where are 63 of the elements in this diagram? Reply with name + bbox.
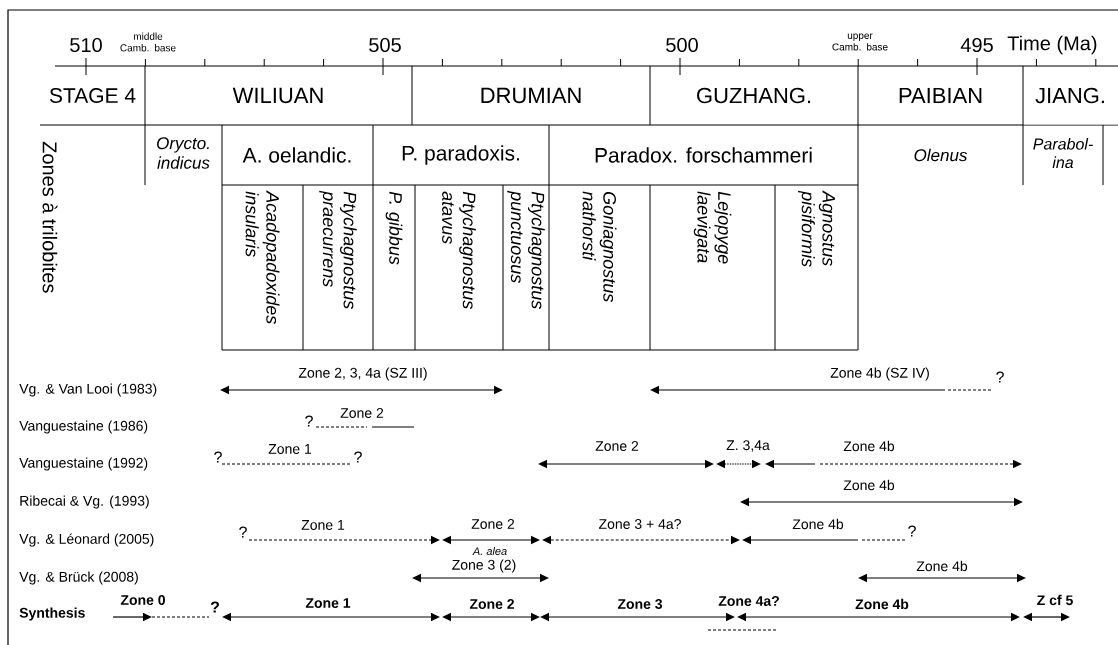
row-label: Vg. & Van Looi (1983)	[19, 383, 157, 397]
zone-label: Zone 3	[617, 599, 663, 609]
zone-label: Zone 4b	[855, 598, 909, 610]
zone-label: Zone 2, 3, 4a (SZ III)	[298, 367, 427, 381]
zone-label: Zone 2	[340, 408, 384, 418]
tick-label: 500	[666, 37, 698, 53]
subzone-cell: Agnostus pisiformis	[774, 184, 859, 351]
subzone-cell: Ptychagnostus praecurrens	[302, 184, 374, 351]
subzone-cell: Ptychagnostus atavus	[414, 184, 504, 351]
zone-label: Zone 3 + 4a?	[599, 519, 681, 529]
zone-label: Zone 0	[120, 595, 165, 605]
question-mark: ?	[996, 371, 1004, 383]
zone-label: Zone 1	[268, 444, 312, 454]
stage-cell: PAIBIAN	[857, 65, 1024, 126]
zone-cell: Parabol- ina	[1022, 124, 1104, 186]
stage-cell: WILIUAN	[144, 65, 413, 126]
zone-label: A. alea	[472, 546, 507, 556]
row-label: Vg. & Brück (2008)	[19, 571, 138, 585]
tick-label: 510	[70, 37, 102, 53]
zone-label: Zone 4a?	[718, 596, 779, 606]
zone-label: Zone 4b	[843, 440, 895, 452]
question-mark: ?	[908, 525, 916, 537]
zone-label: Zone 2	[469, 599, 514, 609]
stage-cell: STAGE 4	[39, 88, 146, 126]
stage-cell: Olenus	[914, 148, 968, 162]
question-mark: ?	[210, 601, 219, 613]
stage-cell: JIANG.	[1022, 87, 1118, 126]
row-label: Ribecai & Vg. (1993)	[20, 495, 149, 509]
question-mark: ?	[239, 526, 247, 538]
row-label: Synthesis	[19, 607, 85, 621]
zone-label: Zone 4b	[792, 518, 844, 530]
axis-title: Time (Ma)	[1007, 35, 1097, 55]
zone-label: Zone 4b	[916, 560, 968, 572]
zone-label: Zone 2	[471, 519, 515, 529]
row-label: Vanguestaine (1986)	[19, 420, 148, 434]
subzone-cell: Acadopadoxides insularis	[221, 184, 304, 351]
zone-label: Zone 2	[595, 441, 639, 451]
zone-label: Zone 4b	[843, 479, 895, 491]
zone-label: Zone 4b (SZ IV)	[830, 367, 929, 381]
zone-label: Zone 1	[305, 598, 351, 608]
stage-cell: Paradox. forschammeri	[548, 124, 859, 186]
zone-label: Z. 3,4a	[726, 440, 770, 452]
stage-cell: A. oelandic.	[221, 124, 374, 186]
stage-cell: DRUMIAN	[411, 65, 651, 126]
zone-label: Zone 3 (2)	[452, 559, 516, 573]
boundary-label: upper Camb. base	[832, 33, 888, 51]
stage-cell: GUZHANG.	[649, 65, 859, 126]
stage-cell: P. paradoxis.	[372, 124, 550, 186]
question-mark: ?	[214, 451, 222, 463]
row-label: Vanguestaine (1992)	[19, 457, 148, 471]
subzone-cell: Lejopyge laevigata	[649, 184, 776, 351]
question-mark: ?	[305, 415, 313, 427]
zone-label: Zone 1	[301, 520, 345, 530]
row-label: Vg. & Léonard (2005)	[19, 533, 154, 547]
subzone-cell: Goniagnostus nathorsti	[548, 184, 651, 351]
subzone-cell: Ptychagnostus punctuosus	[502, 184, 550, 351]
zone-label: Z cf 5	[1037, 594, 1073, 606]
subzone-cell: P. gibbus	[372, 184, 416, 351]
tick-label: 495	[960, 37, 993, 53]
question-mark: ?	[354, 451, 362, 463]
tick-label: 505	[369, 37, 401, 53]
boundary-label: middle Camb. base	[120, 32, 176, 52]
zone-cell: Orycto. indicus	[144, 124, 223, 186]
